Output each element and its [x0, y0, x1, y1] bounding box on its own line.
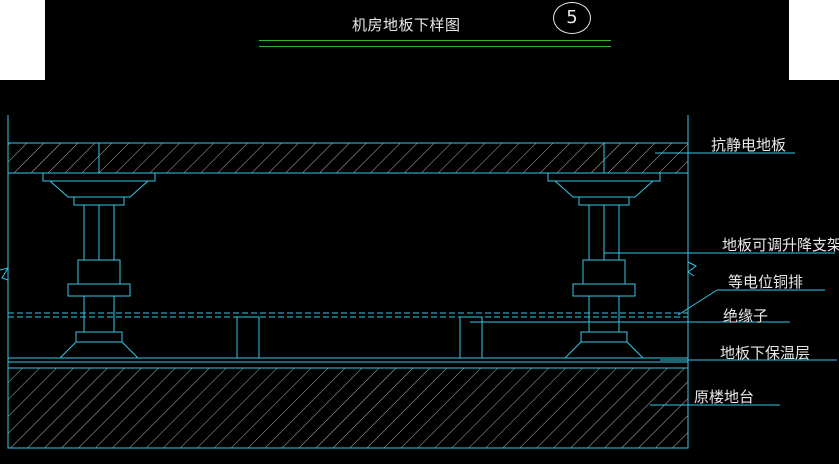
- anti-static-floor-panel: [7, 142, 689, 174]
- leader-copper-bar-diag: [677, 289, 718, 316]
- insulator-right: [459, 316, 483, 359]
- white-block-left: [0, 0, 45, 80]
- title-underline-2: [259, 46, 611, 47]
- detail-number-badge: 5: [553, 2, 591, 34]
- concrete-slab: [7, 367, 689, 449]
- label-original-slab: 原楼地台: [694, 388, 755, 406]
- white-block-right: [789, 0, 839, 80]
- drawing-title: 机房地板下样图: [352, 16, 461, 34]
- insulator-left: [236, 316, 260, 359]
- label-insulation-layer: 地板下保温层: [720, 344, 811, 362]
- label-anti-static-floor: 抗静电地板: [711, 136, 787, 154]
- label-adjustable-support: 地板可调升降支架: [722, 236, 839, 254]
- label-copper-bar: 等电位铜排: [728, 273, 804, 291]
- label-insulator: 绝缘子: [723, 307, 769, 325]
- left-break-mark: [0, 267, 10, 281]
- right-break-mark: [687, 261, 697, 277]
- title-underline-1: [259, 40, 611, 41]
- pedestal-left: [42, 172, 156, 359]
- pedestal-right: [547, 172, 661, 359]
